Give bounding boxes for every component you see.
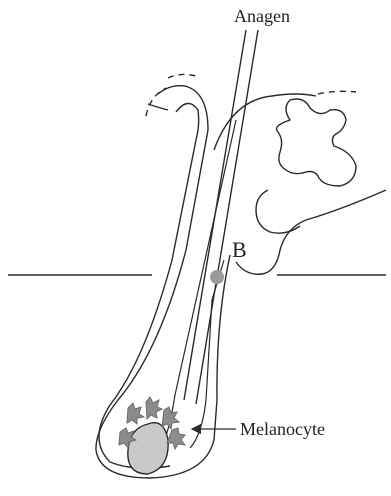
hair-shaft [184, 30, 258, 404]
melanocyte-label: Melanocyte [240, 419, 325, 439]
melanocyte-cell [146, 397, 162, 419]
melanocyte-cell [127, 403, 144, 424]
bulge-dot [210, 270, 224, 284]
dermal-papilla [128, 423, 168, 474]
bulge-label: B [232, 237, 247, 262]
melanocyte-cell [162, 407, 179, 429]
anagen-label: Anagen [234, 6, 290, 26]
melanocyte-cell [167, 428, 185, 449]
